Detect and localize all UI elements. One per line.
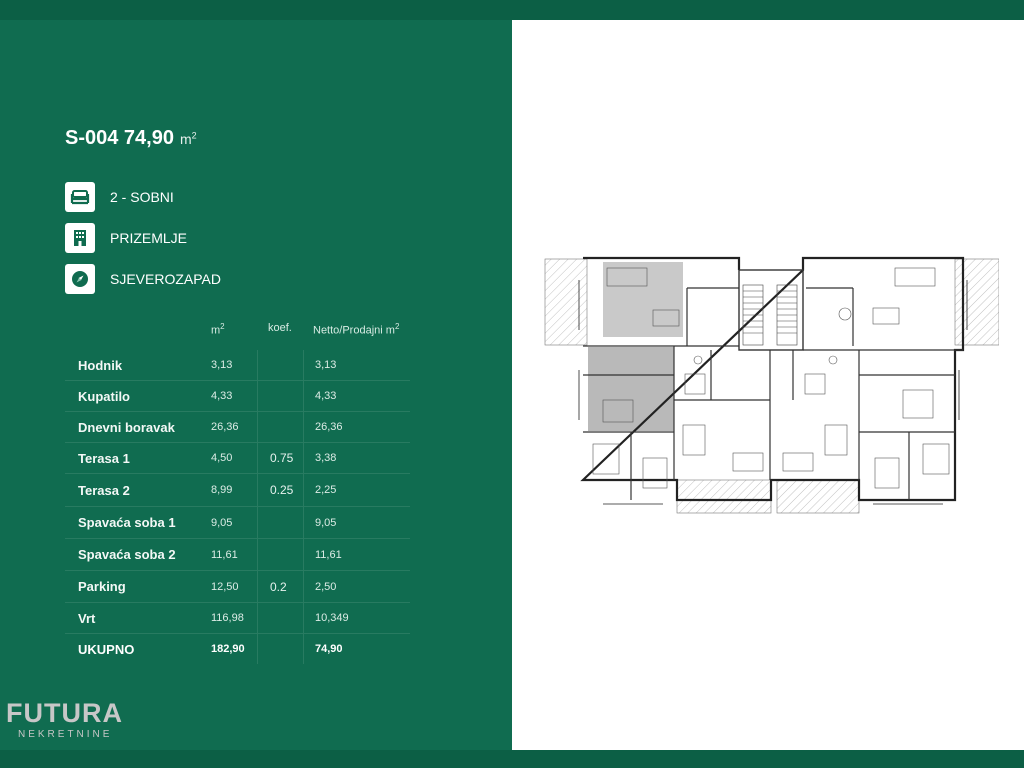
bottom-bar <box>0 750 1024 768</box>
area-unit: m2 <box>179 130 197 147</box>
row-netto: 9,05 <box>315 516 337 529</box>
brand-logo: FUTURA NEKRETNINE <box>0 698 150 746</box>
table-row: Terasa 1 4,50 0.75 3,38 <box>65 443 410 474</box>
row-koef: 0.25 <box>270 483 294 497</box>
terrace-right <box>954 258 999 346</box>
table-row: Parking 12,50 0.2 2,50 <box>65 571 410 603</box>
floorplan-drawing <box>544 256 999 514</box>
row-m2: 8,99 <box>211 484 233 496</box>
row-m2: 26,36 <box>211 421 239 433</box>
row-m2: 12,50 <box>211 580 239 593</box>
row-name: UKUPNO <box>78 641 135 657</box>
feature-rooms-label: 2 - SOBNI <box>110 189 174 205</box>
feature-orientation: SJEVEROZAPAD <box>65 264 221 294</box>
top-bar <box>0 0 1024 20</box>
row-m2: 9,05 <box>211 516 233 529</box>
table-row-total: UKUPNO 182,90 74,90 <box>65 634 410 664</box>
row-netto: 2,50 <box>315 580 337 593</box>
bed-icon <box>65 182 95 212</box>
unit-code-area: S-004 74,90 <box>65 127 174 149</box>
compass-icon <box>65 264 95 294</box>
col-header-m2: m2 <box>211 322 225 337</box>
table-row: Spavaća soba 2 11,61 11,61 <box>65 539 410 571</box>
row-netto: 10,349 <box>315 612 349 624</box>
feature-rooms: 2 - SOBNI <box>65 182 174 212</box>
logo-subtitle: NEKRETNINE <box>18 729 113 740</box>
feature-orientation-label: SJEVEROZAPAD <box>110 271 221 287</box>
terrace-left <box>544 258 588 346</box>
row-name: Terasa 2 <box>78 482 130 498</box>
row-name: Hodnik <box>78 357 123 373</box>
row-netto: 26,36 <box>315 421 343 433</box>
row-name: Kupatilo <box>78 388 130 404</box>
row-netto: 74,90 <box>315 643 343 655</box>
row-netto: 2,25 <box>315 484 337 496</box>
row-m2: 4,33 <box>211 390 233 402</box>
table-row: Kupatilo 4,33 4,33 <box>65 381 410 412</box>
row-name: Terasa 1 <box>78 450 130 466</box>
table-row: Spavaća soba 1 9,05 9,05 <box>65 507 410 539</box>
terrace-bottom-left <box>676 479 772 514</box>
row-name: Parking <box>78 579 126 594</box>
terrace-bottom-right <box>776 479 860 514</box>
highlighted-living <box>603 262 683 337</box>
row-koef: 0.75 <box>270 451 294 465</box>
col-header-koef: koef. <box>268 322 292 334</box>
logo-wordmark: FUTURA <box>6 698 123 728</box>
unit-title: S-004 74,90 m2 <box>65 127 197 150</box>
row-m2: 11,61 <box>211 548 238 561</box>
row-m2: 3,13 <box>211 359 233 371</box>
table-row: Hodnik 3,13 3,13 <box>65 350 410 381</box>
building-icon <box>65 223 95 253</box>
row-netto: 4,33 <box>315 390 337 402</box>
row-koef: 0.2 <box>270 579 287 594</box>
row-m2: 4,50 <box>211 452 233 464</box>
table-row: Terasa 2 8,99 0.25 2,25 <box>65 474 410 507</box>
area-table: Hodnik 3,13 3,13 Kupatilo 4,33 4,33 Dnev… <box>65 350 410 664</box>
info-panel <box>0 20 512 750</box>
row-m2: 116,98 <box>211 612 244 624</box>
col-header-netto: Netto/Prodajni m2 <box>313 322 400 337</box>
row-netto: 11,61 <box>315 548 342 561</box>
feature-floor: PRIZEMLJE <box>65 223 187 253</box>
highlighted-unit <box>588 347 674 431</box>
row-netto: 3,13 <box>315 359 337 371</box>
row-netto: 3,38 <box>315 452 337 464</box>
table-row: Vrt 116,98 10,349 <box>65 603 410 634</box>
row-name: Vrt <box>78 610 96 626</box>
feature-floor-label: PRIZEMLJE <box>110 230 188 246</box>
table-row: Dnevni boravak 26,36 26,36 <box>65 412 410 443</box>
row-name: Spavaća soba 2 <box>78 547 176 562</box>
row-name: Spavaća soba 1 <box>78 515 176 530</box>
row-m2: 182,90 <box>211 643 245 655</box>
row-name: Dnevni boravak <box>78 419 175 435</box>
